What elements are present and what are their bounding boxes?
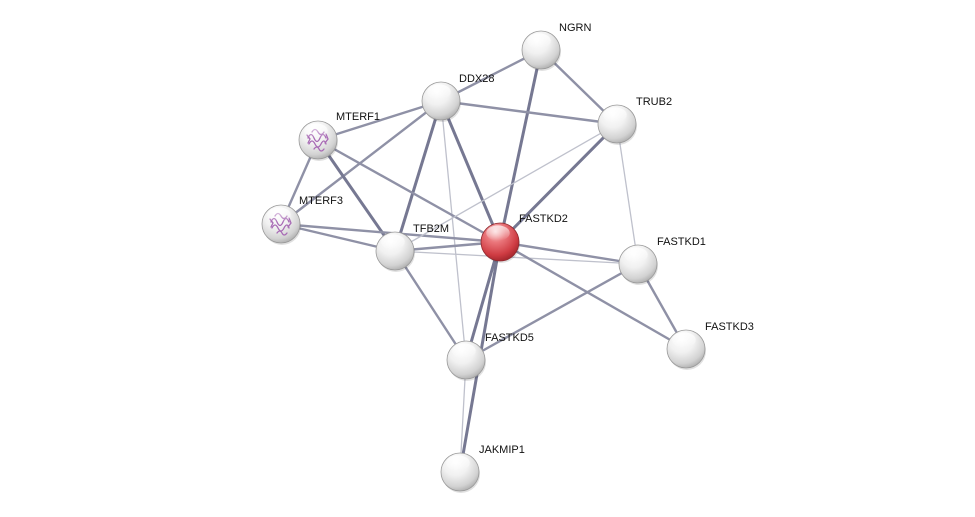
edge-tfb2m-fastkd1[interactable]	[394, 250, 639, 265]
node-label-mterf3: MTERF3	[299, 195, 343, 207]
node-gloss	[527, 33, 551, 49]
edge-ddx28-trub2[interactable]	[439, 99, 619, 126]
node-tfb2m[interactable]: TFB2M	[375, 223, 449, 272]
node-fastkd5[interactable]: FASTKD5	[446, 332, 534, 381]
node-gloss	[603, 107, 627, 123]
edge-trub2-fastkd1[interactable]	[616, 123, 639, 265]
edge-ddx28-mterf1[interactable]	[316, 99, 443, 142]
node-label-fastkd3: FASTKD3	[705, 321, 754, 333]
node-label-trub2: TRUB2	[636, 96, 672, 108]
edge-mterf1-fastkd2[interactable]	[316, 138, 502, 244]
edge-ddx28-tfb2m[interactable]	[393, 99, 443, 253]
node-label-fastkd1: FASTKD1	[657, 236, 706, 248]
node-gloss	[452, 343, 476, 359]
edge-mterf3-tfb2m[interactable]	[279, 222, 397, 253]
node-label-tfb2m: TFB2M	[413, 223, 449, 235]
node-label-ngrn: NGRN	[559, 22, 591, 34]
node-gloss	[304, 123, 328, 139]
node-mterf3[interactable]: MTERF3	[261, 195, 343, 245]
node-label-fastkd2: FASTKD2	[519, 213, 568, 225]
edge-fastkd2-fastkd1[interactable]	[498, 240, 640, 266]
node-label-ddx28: DDX28	[459, 73, 494, 85]
node-gloss	[624, 247, 648, 263]
edge-tfb2m-fastkd5[interactable]	[393, 249, 468, 362]
edge-ddx28-mterf3[interactable]	[279, 99, 443, 226]
node-gloss	[486, 225, 510, 241]
node-fastkd1[interactable]: FASTKD1	[618, 236, 706, 285]
node-fastkd2[interactable]: FASTKD2	[480, 213, 568, 263]
edge-ddx28-fastkd5[interactable]	[440, 100, 467, 361]
node-gloss	[381, 234, 405, 250]
node-ddx28[interactable]: DDX28	[421, 73, 494, 122]
edge-ddx28-fastkd2[interactable]	[439, 99, 502, 244]
edge-trub2-fastkd2[interactable]	[498, 122, 619, 244]
node-label-jakmip1: JAKMIP1	[479, 444, 525, 456]
node-mterf1[interactable]: MTERF1	[298, 111, 380, 161]
node-ngrn[interactable]: NGRN	[521, 22, 591, 71]
node-trub2[interactable]: TRUB2	[597, 96, 672, 145]
node-gloss	[672, 332, 696, 348]
node-label-mterf1: MTERF1	[336, 111, 380, 123]
edge-ngrn-fastkd2[interactable]	[498, 48, 543, 244]
node-gloss	[267, 207, 291, 223]
node-gloss	[427, 84, 451, 100]
node-fastkd3[interactable]: FASTKD3	[666, 321, 754, 370]
edge-trub2-tfb2m[interactable]	[394, 123, 618, 252]
edge-fastkd1-fastkd5[interactable]	[464, 262, 640, 362]
edge-fastkd2-fastkd3[interactable]	[498, 240, 688, 351]
edge-fastkd2-fastkd5[interactable]	[464, 240, 502, 362]
node-label-fastkd5: FASTKD5	[485, 332, 534, 344]
node-gloss	[446, 455, 470, 471]
node-jakmip1[interactable]: JAKMIP1	[440, 444, 525, 493]
